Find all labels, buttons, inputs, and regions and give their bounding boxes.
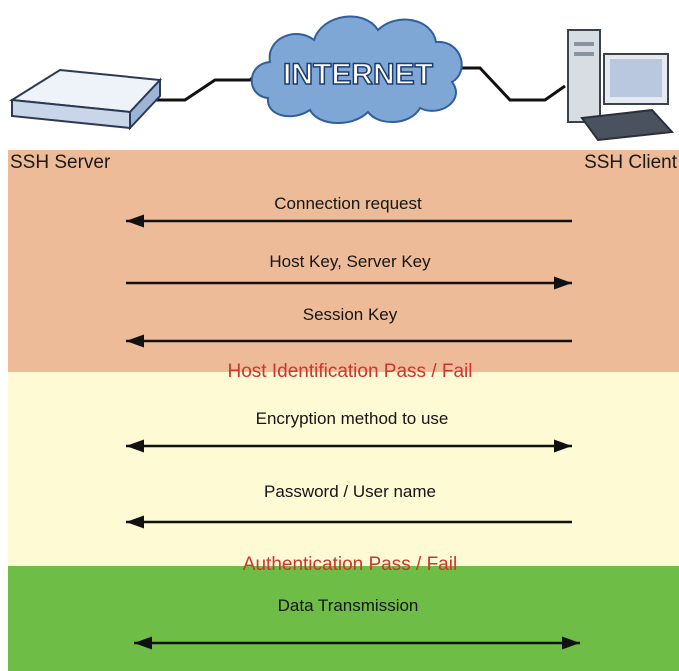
message-host-server-key: Host Key, Server Key [269, 252, 431, 271]
message-data-transmission: Data Transmission [277, 596, 419, 615]
message-session-key: Session Key [302, 305, 398, 324]
result-host-identification: Host Identification Pass / Fail [227, 361, 473, 382]
internet-cloud-icon: INTERNET [250, 15, 463, 125]
arrowhead [134, 636, 152, 650]
network-appliance-icon [8, 68, 163, 131]
desktop-computer-icon [567, 29, 675, 142]
arrowhead [126, 214, 144, 228]
cloud-text: INTERNET [283, 58, 433, 91]
arrowhead [554, 276, 572, 290]
result-authentication: Authentication Pass / Fail [242, 554, 458, 575]
network-header: INTERNET [8, 15, 675, 142]
arrowhead [126, 515, 144, 529]
phase-band-authentication [8, 372, 679, 566]
internet-client-link [445, 66, 566, 102]
arrowhead [562, 636, 580, 650]
message-password-username: Password / User name [264, 482, 436, 501]
client-label: SSH Client [584, 152, 677, 173]
server-label: SSH Server [10, 152, 111, 173]
arrowhead [554, 439, 572, 453]
arrowhead [126, 439, 144, 453]
phase-band-data-transfer [8, 566, 679, 671]
message-encryption-method: Encryption method to use [255, 409, 449, 428]
message-connection-request: Connection request [274, 194, 422, 213]
phase-band-key-exchange [8, 150, 679, 372]
arrowhead [126, 334, 144, 348]
